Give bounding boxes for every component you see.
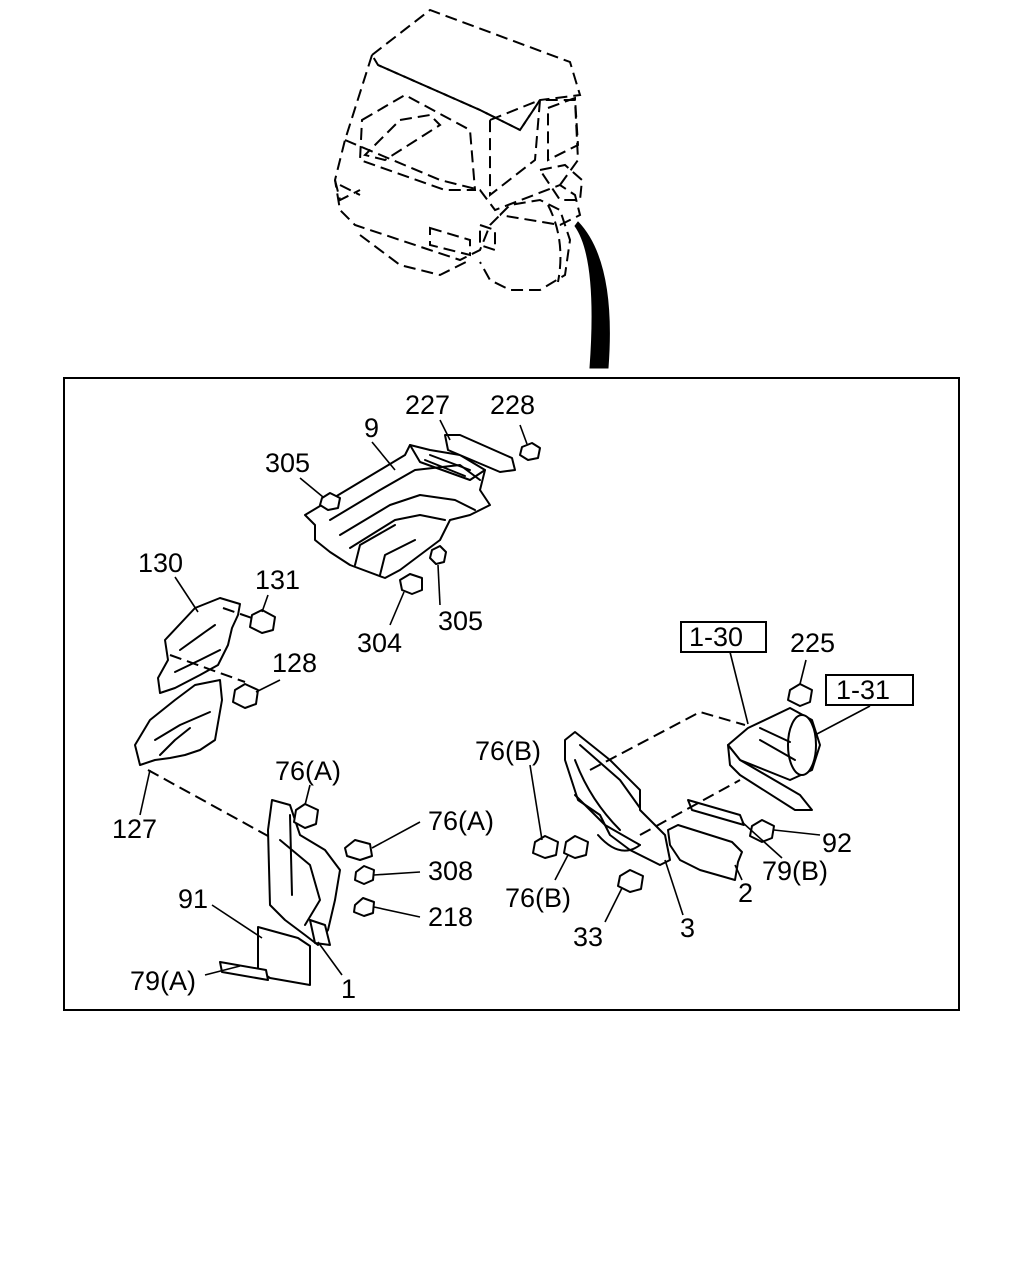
- callout-130: 130: [138, 548, 183, 578]
- callout-79b: 79(B): [762, 856, 828, 886]
- part-2-mudflap: [667, 824, 743, 881]
- part-1-bracket: [267, 799, 341, 946]
- part-130-bracket: [157, 597, 241, 694]
- part-76a-bolt: [344, 839, 373, 861]
- callout-2: 2: [738, 878, 753, 908]
- callout-305: 305: [265, 448, 310, 478]
- callout-228: 228: [490, 390, 535, 420]
- callout-91: 91: [178, 884, 208, 914]
- callout-227: 227: [405, 390, 450, 420]
- callout-76b: 76(B): [475, 736, 541, 766]
- part-79a-strip: [219, 961, 269, 981]
- callout-127: 127: [112, 814, 157, 844]
- callout-76b: 76(B): [505, 883, 571, 913]
- callout-1-31: 1-31: [836, 675, 890, 705]
- callout-3: 3: [680, 913, 695, 943]
- detail-frame: [63, 377, 960, 1011]
- callout-79a: 79(A): [130, 966, 196, 996]
- part-225-nut: [787, 683, 813, 707]
- callout-1: 1: [341, 974, 356, 1004]
- part-304-nut: [399, 573, 423, 595]
- curved-pointer-arrow-icon: [574, 221, 610, 369]
- ref-box-1-30: [680, 621, 767, 653]
- callout-305: 305: [438, 606, 483, 636]
- callout-225: 225: [790, 628, 835, 658]
- part-128-bolt: [232, 683, 259, 709]
- callout-92: 92: [822, 828, 852, 858]
- part-305-clip: [319, 492, 341, 511]
- part-127-panel: [134, 679, 223, 766]
- part-76b-bolt: [563, 835, 589, 859]
- part-227-plate: [444, 434, 516, 473]
- part-308-clip: [354, 865, 375, 885]
- part-218-clip: [353, 897, 375, 917]
- part-131-bolt: [249, 609, 276, 634]
- ref-box-1-31: [825, 674, 914, 706]
- callout-128: 128: [272, 648, 317, 678]
- callout-308: 308: [428, 856, 473, 886]
- part-305-clip: [429, 545, 447, 565]
- callout-76a: 76(A): [428, 806, 494, 836]
- part-92-nut: [749, 819, 775, 843]
- part-228-bolt: [519, 442, 541, 461]
- callout-33: 33: [573, 922, 603, 952]
- part-76a-bolt: [293, 803, 319, 829]
- callout-9: 9: [364, 413, 379, 443]
- callout-218: 218: [428, 902, 473, 932]
- part-76b-bolt: [532, 835, 559, 859]
- callout-131: 131: [255, 565, 300, 595]
- truck-cab-outline-icon: [333, 8, 584, 291]
- callout-304: 304: [357, 628, 402, 658]
- leader-lines: [139, 419, 871, 976]
- callout-76a: 76(A): [275, 756, 341, 786]
- part-33-bolt: [617, 869, 644, 893]
- part-9-cover: [304, 444, 491, 579]
- callout-1-30: 1-30: [689, 622, 743, 652]
